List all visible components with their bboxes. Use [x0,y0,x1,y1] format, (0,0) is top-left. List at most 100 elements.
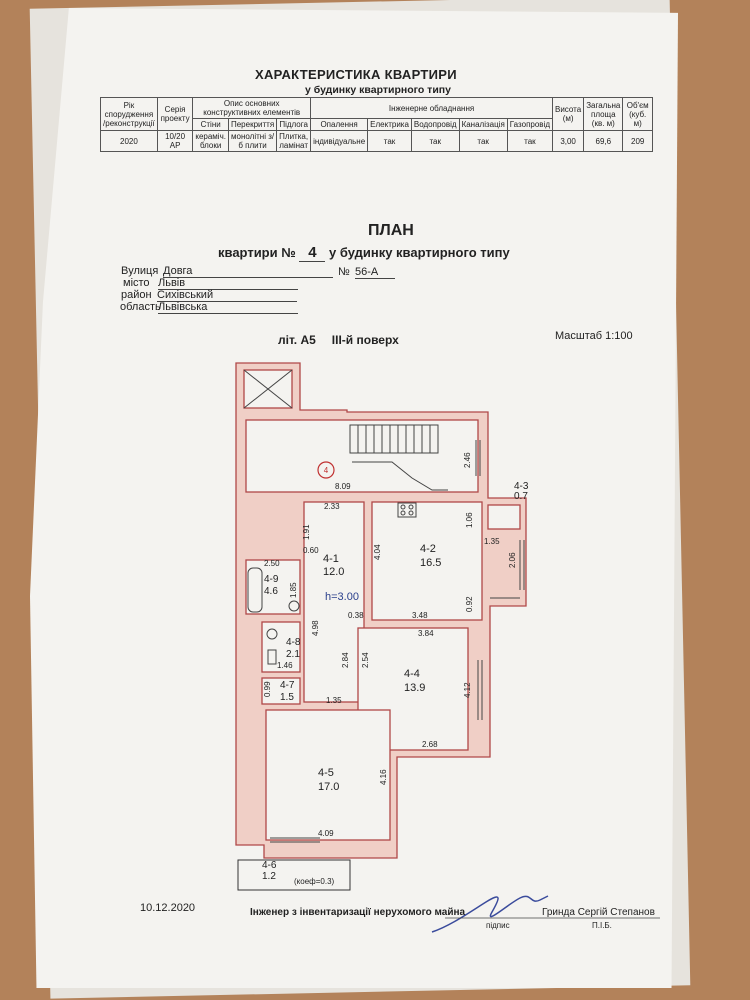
dim-0-99: 0.99 [263,681,272,697]
signature-scribble [431,895,549,933]
dim-2-06: 2.06 [508,552,517,568]
room-area-4-3: 0.7 [514,491,528,502]
dim-4-09: 4.09 [318,829,334,838]
dim-1-35-mid: 1.35 [326,696,342,705]
dim-0-60: 0.60 [303,546,319,555]
td-water: так [410,130,460,152]
bathtub-icon [247,567,263,613]
dim-1-46: 1.46 [277,661,293,670]
stair-circle [317,461,335,479]
street-label: Вулиця [121,265,159,277]
room-area-4-9: 4.6 [264,586,278,597]
dim-2-50: 2.50 [264,559,280,568]
plan-subtitle: квартири № 4 у будинку квартирного типу [218,244,510,262]
dim-2-46: 2.46 [463,452,472,468]
room-4-5-void [265,709,391,841]
dim-2-84: 2.84 [341,652,350,668]
balcony-4-6 [237,859,351,891]
document-subtitle: у будинку квартирного типу [305,84,451,96]
dim-4-12: 4.12 [463,682,472,698]
dim-1-85: 1.85 [289,582,298,598]
room-id-4-1: 4-1 [323,553,339,565]
hall-void [245,419,479,493]
dim-1-06: 1.06 [465,512,474,528]
th-year: Рік спорудження /реконструкції [100,97,158,131]
plan-sub-no: № [281,245,296,260]
coef-label: (коеф=0.3) [294,877,335,886]
height-label: h=3.00 [325,591,359,603]
dim-4-04: 4.04 [373,544,382,560]
dim-2-54: 2.54 [361,652,370,668]
dimension-labels: 8.09 2.46 2.33 1.91 0.60 4.04 1.06 1.35 … [263,452,517,838]
characteristics-table: Рік спорудження /реконструкції Серія про… [100,97,653,152]
room-4-7-void [261,677,301,705]
room-id-4-6: 4-6 [262,860,277,871]
name-caption: П.І.Б. [592,921,612,930]
plan-sub-apartment: квартири [218,245,278,260]
region-value: Львівська [158,301,298,314]
room-id-4-4: 4-4 [404,668,420,680]
region-label: область [120,301,161,313]
street-value: Довга [163,265,333,278]
td-electric: так [367,130,412,152]
toilet-icon [266,628,278,640]
td-area: 69,6 [583,130,624,152]
room-id-4-8: 4-8 [286,637,301,648]
dim-3-84: 3.84 [418,629,434,638]
room-4-3-void [487,504,521,530]
room-4-9-void [245,559,301,615]
td-walls: кераміч. блоки [192,130,229,152]
stair-circle-label: 4 [324,466,329,475]
th-volume: Об'єм (куб. м) [622,97,653,131]
plan-title: ПЛАН [368,222,414,239]
dim-0-92: 0.92 [465,596,474,612]
room-4-1-void [303,501,365,703]
plan-sub-building: у будинку квартирного типу [329,245,510,260]
dim-2-33: 2.33 [324,502,340,511]
district-label: район [121,289,152,301]
house-no-label: № [338,266,350,278]
floor-label: ІІІ-й поверх [331,333,399,347]
document-title: ХАРАКТЕРИСТИКА КВАРТИРИ [255,67,457,82]
engineer-title: Інженер з інвентаризації нерухомого майн… [250,907,466,918]
signature-label: підпис [486,921,510,930]
room-area-4-6: 1.2 [262,871,276,882]
dim-8-09: 8.09 [335,482,351,491]
stove-icon [397,502,417,518]
city-value: Львів [158,277,298,290]
room-id-4-9: 4-9 [264,574,279,585]
dim-3-48: 3.48 [412,611,428,620]
staircase [349,424,448,491]
room-area-4-5: 17.0 [318,781,339,793]
room-4-2-void [371,501,483,621]
district-value: Сихівський [157,289,297,302]
room-area-4-4: 13.9 [404,682,425,694]
lit-label: літ. А5 [278,333,316,347]
room-labels: 4-1 12.0 4-2 16.5 4-3 0.7 4-4 13.9 4-5 1… [262,481,529,886]
room-id-4-2: 4-2 [420,543,436,555]
td-volume: 209 [622,130,653,152]
dim-4-98: 4.98 [311,620,320,636]
shaft-cross [243,369,293,409]
room-area-4-7: 1.5 [280,692,294,703]
windows [270,440,525,843]
dim-0-38: 0.38 [348,611,364,620]
scale-label: Масштаб 1:100 [555,330,633,342]
fixtures [247,502,417,665]
td-heating: індивідуальне [310,130,369,152]
td-height: 3,00 [551,130,585,152]
th-area: Загальна площа (кв. м) [583,97,624,131]
room-area-4-8: 2.1 [286,649,300,660]
dim-1-91: 1.91 [302,524,311,540]
apartment-number: 4 [299,244,326,262]
dim-2-68: 2.68 [422,740,438,749]
dim-4-16: 4.16 [379,769,388,785]
city-label: місто [123,277,150,289]
dim-1-35-top: 1.35 [484,537,500,546]
sink-icon [267,649,277,665]
td-series: 10/20 АР [156,130,194,152]
document-date: 10.12.2020 [140,902,196,914]
room-area-4-2: 16.5 [420,557,441,569]
wall-outlines [235,362,527,859]
house-no-value: 56-А [355,266,395,279]
